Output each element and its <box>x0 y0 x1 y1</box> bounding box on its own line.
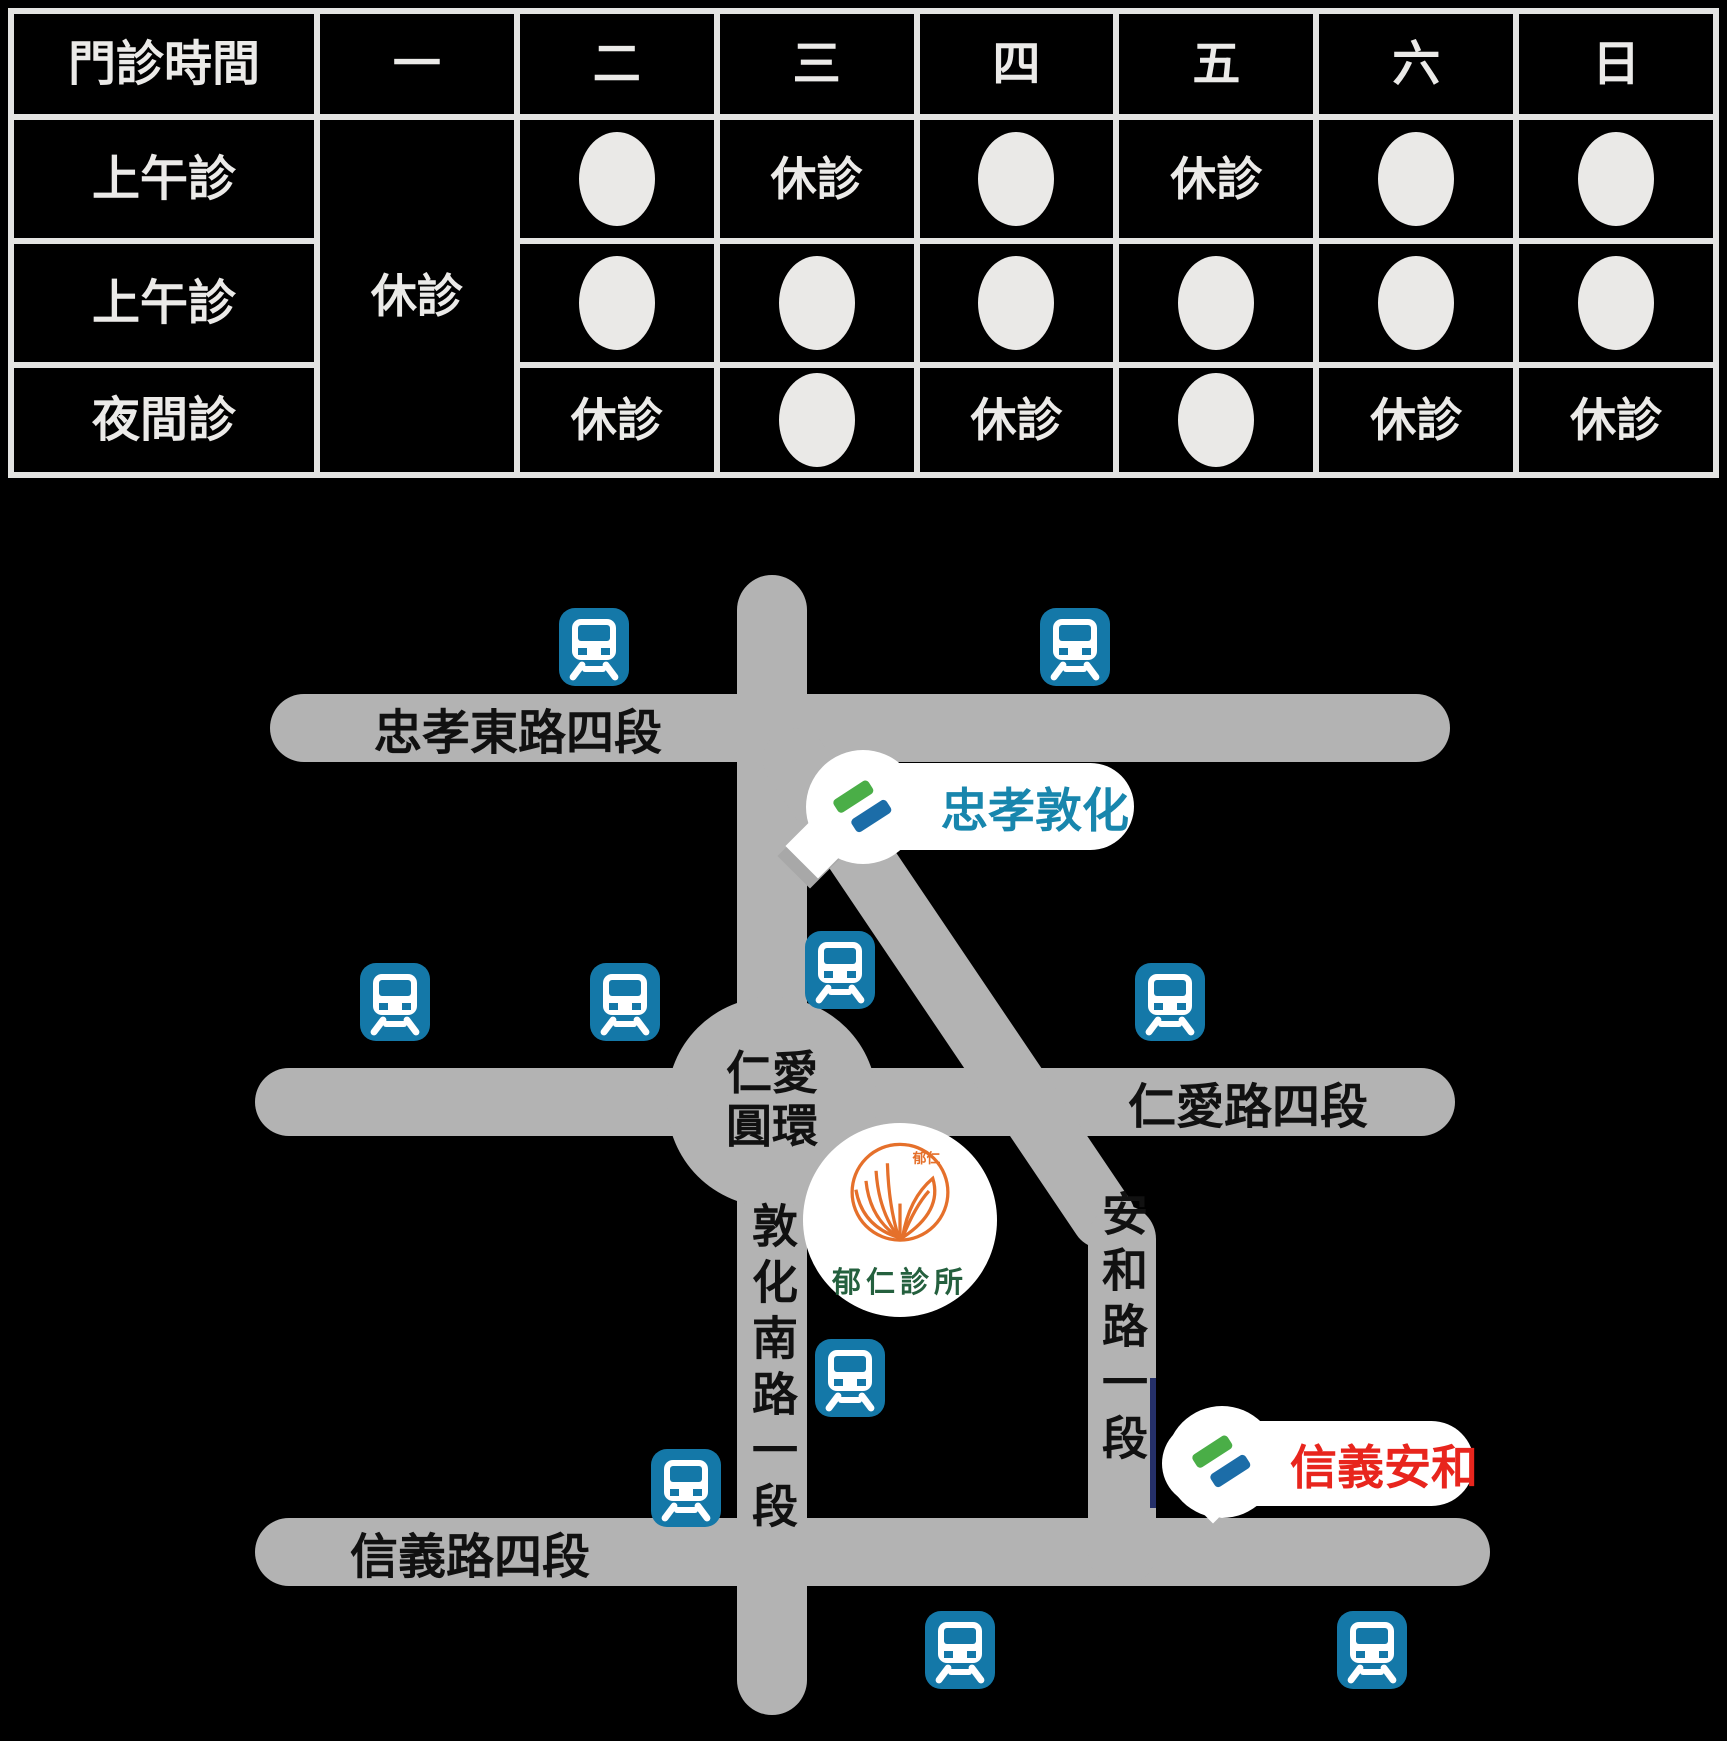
row-label-afternoon: 上午診 <box>14 244 314 362</box>
clinic-logo: 郁仁 郁仁診所 <box>803 1123 997 1317</box>
open-dot <box>978 256 1055 350</box>
open-dot <box>1578 132 1655 226</box>
schedule-cell <box>719 244 914 362</box>
open-dot <box>578 256 655 350</box>
open-dot <box>1578 256 1655 350</box>
taipei-metro-logo-icon <box>1166 1406 1278 1518</box>
road-label-renai-roundabout: 仁愛圓環 <box>726 1046 818 1153</box>
schedule-cell <box>1519 244 1713 362</box>
schedule-cell <box>1319 120 1514 238</box>
taipei-metro-logo-icon <box>806 750 920 864</box>
schedule-title: 門診時間 <box>14 14 314 114</box>
open-dot <box>1178 256 1255 350</box>
metro-line-tick <box>1150 1378 1156 1508</box>
open-dot <box>1378 132 1455 226</box>
road-label-xinyi: 信義路四段 <box>349 1529 591 1585</box>
schedule-cell <box>919 244 1114 362</box>
schedule-cell <box>1519 120 1713 238</box>
schedule-cell: 休診 <box>719 120 914 238</box>
schedule-cell <box>1119 368 1314 472</box>
row-label-evening: 夜間診 <box>14 368 314 472</box>
schedule-cell: 休診 <box>1519 368 1713 472</box>
train-icon <box>559 608 629 686</box>
day-header-fri: 五 <box>1119 14 1314 114</box>
train-icon <box>1040 608 1110 686</box>
clinic-name: 郁仁診所 <box>831 1265 968 1299</box>
open-dot <box>578 132 655 226</box>
train-icon <box>815 1339 885 1417</box>
open-dot <box>778 373 855 467</box>
schedule-table: 門診時間 一 二 三 四 五 六 日 上午診 上午診 夜間診 休診 休診休診休診… <box>8 8 1719 478</box>
road-anhe-rd <box>1088 1205 1156 1586</box>
train-icon <box>1337 1611 1407 1689</box>
open-dot <box>778 256 855 350</box>
row-label-morning: 上午診 <box>14 120 314 238</box>
clinic-emblem-icon: 郁仁 <box>850 1142 950 1242</box>
road-xinyi-rd <box>255 1518 1490 1586</box>
train-icon <box>805 931 875 1009</box>
schedule-cell: 休診 <box>919 368 1114 472</box>
road-label-anhe: 安和路一段 <box>1095 1190 1149 1470</box>
train-icon <box>925 1611 995 1689</box>
train-icon <box>651 1449 721 1527</box>
open-dot <box>1378 256 1455 350</box>
road-label-zhongxiao: 忠孝東路四段 <box>373 705 663 761</box>
schedule-cell <box>1119 244 1314 362</box>
road-label-renai: 仁愛路四段 <box>1127 1079 1369 1135</box>
monday-closed-cell: 休診 <box>320 120 514 472</box>
schedule-cell <box>919 120 1114 238</box>
road-label-dunhua: 敦化南路一段 <box>745 1202 799 1538</box>
schedule-cell: 休診 <box>1119 120 1314 238</box>
day-header-wed: 三 <box>719 14 914 114</box>
schedule-cell: 休診 <box>1319 368 1514 472</box>
open-dot <box>1178 373 1255 467</box>
schedule-cell <box>1319 244 1514 362</box>
day-header-mon: 一 <box>320 14 514 114</box>
day-header-thu: 四 <box>919 14 1114 114</box>
clinic-emblem-caption: 郁仁 <box>912 1150 941 1167</box>
train-icon <box>590 963 660 1041</box>
day-header-sat: 六 <box>1319 14 1514 114</box>
train-icon <box>360 963 430 1041</box>
day-header-tue: 二 <box>519 14 714 114</box>
schedule-cell: 休診 <box>519 368 714 472</box>
open-dot <box>978 132 1055 226</box>
train-icon <box>1135 963 1205 1041</box>
schedule-cell <box>719 368 914 472</box>
schedule-cell <box>519 244 714 362</box>
schedule-cell <box>519 120 714 238</box>
day-header-sun: 日 <box>1519 14 1713 114</box>
